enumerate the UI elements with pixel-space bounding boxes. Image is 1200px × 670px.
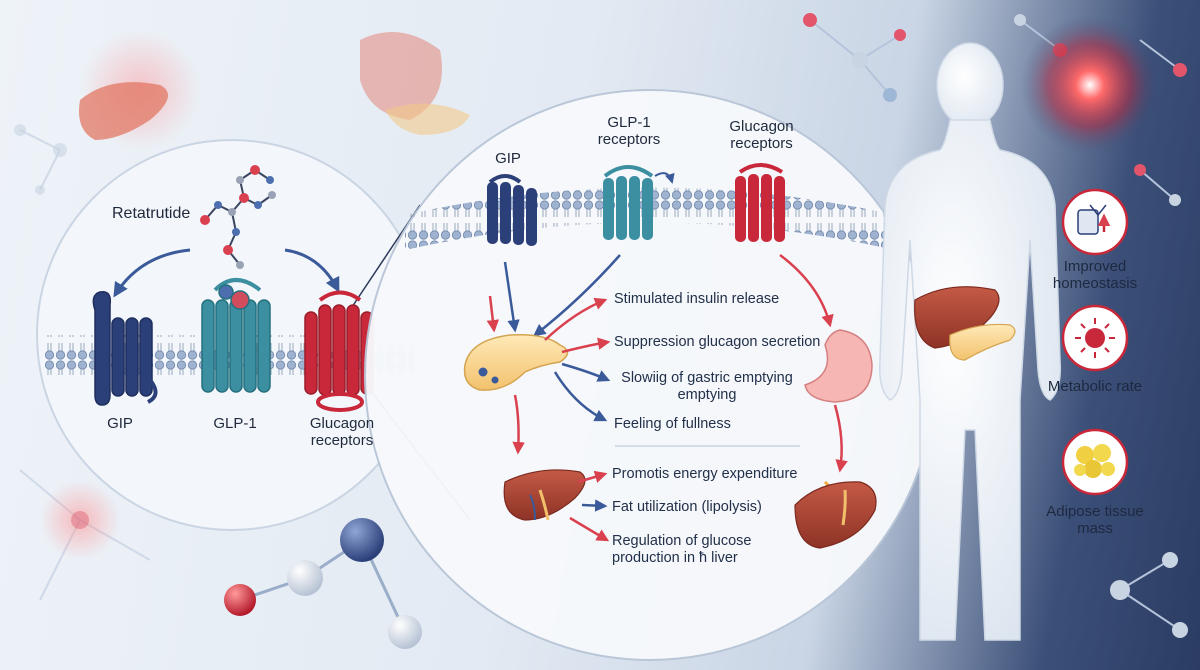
effect-glucagon-suppression: Suppression glucagon secretion [614, 334, 821, 350]
left-glp1-label: GLP-1 [213, 415, 257, 432]
effect-glucose-production: Regulation of glucose production in ħ li… [612, 533, 752, 566]
outcome-adipose-label: Adipose tissue mass [1046, 503, 1144, 538]
body-liver-icon [914, 286, 1000, 349]
effect-energy-expenditure: Promotis energy expenditure [612, 466, 798, 482]
drug-name-label: Retatrutide [112, 205, 191, 222]
gip-label: GIP [495, 150, 521, 167]
gip-receptor [487, 174, 537, 246]
glp1-label: GLP-1 receptors [597, 114, 661, 149]
retatrutide-molecule [200, 165, 276, 269]
outcome-metabolic-rate-label: Metabolic rate [1047, 378, 1143, 395]
liver-right-icon [794, 481, 877, 549]
left-gip-receptor [92, 291, 158, 406]
drug-to-glucagon-arrow [284, 248, 340, 293]
glucagon-receptor [735, 163, 785, 242]
effect-gastric-emptying: Slowiig of gastric emptying emptying [621, 370, 793, 403]
drug-to-gip-arrow [113, 248, 191, 298]
effect-fullness: Feeling of fullness [614, 416, 731, 432]
body-pancreas-icon [949, 323, 1016, 361]
left-glucagon-label: Glucagon receptors [309, 415, 375, 450]
outcome-homeostasis-label: Improved homeostasis [1052, 258, 1138, 293]
stomach-icon [804, 329, 873, 403]
glucagon-label: Glucagon receptors [729, 118, 794, 153]
glow-burst [1020, 15, 1160, 155]
effect-lipolysis: Fat utilization (lipolysis) [612, 499, 762, 515]
adipose-tissue-icon [1061, 428, 1129, 496]
left-glp1-receptor [201, 278, 271, 393]
left-gip-label: GIP [107, 415, 133, 432]
homeostasis-icon [1061, 188, 1129, 256]
pancreas-icon [463, 333, 569, 391]
glp1-receptor [603, 165, 675, 240]
effect-insulin-release: Stimulated insulin release [614, 291, 780, 307]
metabolic-rate-icon [1061, 304, 1129, 372]
liver-icon [503, 469, 586, 521]
